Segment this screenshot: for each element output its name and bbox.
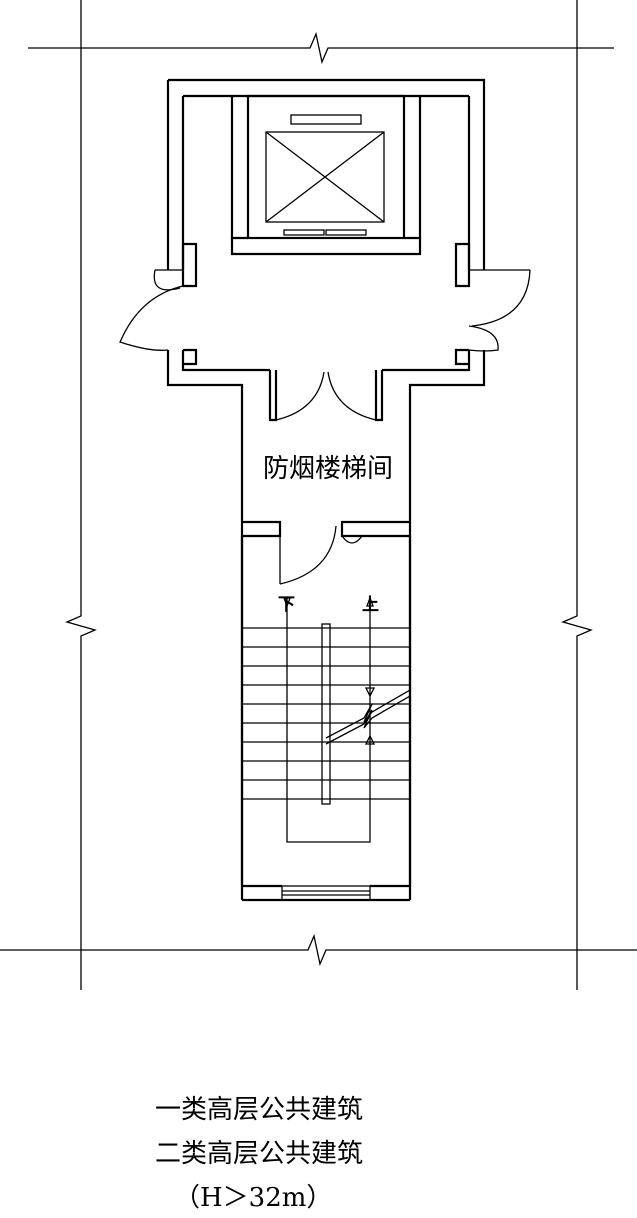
stair-down-mark: 下 bbox=[278, 595, 295, 615]
left-door-jamb bbox=[181, 242, 198, 288]
arrow-down bbox=[283, 597, 291, 608]
vestibule-partition-left bbox=[242, 520, 282, 538]
lobby-lower-wall-left-inner bbox=[181, 350, 270, 372]
stair-up-mark: 上 bbox=[362, 595, 379, 615]
stair-handrail bbox=[321, 623, 331, 805]
lobby-lower-wall-right bbox=[408, 350, 486, 900]
stair-door bbox=[279, 525, 363, 585]
bottom-break-line bbox=[0, 933, 637, 967]
vestibule-partition-right bbox=[340, 520, 410, 538]
right-door-jamb bbox=[454, 242, 471, 288]
caption-line-2: 二类高层公共建筑 bbox=[155, 1139, 364, 1169]
caption-line-1: 一类高层公共建筑 bbox=[155, 1095, 364, 1125]
caption-line-3: （H＞32m） bbox=[174, 1183, 333, 1213]
building-boundary bbox=[0, 0, 637, 990]
lobby-lower-wall-left bbox=[166, 350, 244, 900]
elevator-shaft bbox=[183, 94, 469, 256]
left-break-line bbox=[65, 0, 97, 990]
lobby-outer-wall bbox=[168, 78, 486, 270]
lobby-jamb-right-lower bbox=[454, 348, 469, 366]
right-break-line bbox=[561, 0, 593, 990]
top-break-line bbox=[28, 31, 614, 65]
stair-treads bbox=[242, 627, 410, 800]
lobby-lower-wall-right-inner bbox=[382, 350, 471, 372]
left-side-door bbox=[119, 269, 184, 351]
room-label-smoke-proof-stair: 防烟楼梯间 bbox=[262, 454, 393, 484]
stair-plan-drawing bbox=[0, 0, 637, 990]
vestibule-double-door bbox=[268, 370, 384, 422]
stair-break-line bbox=[325, 687, 411, 745]
right-side-door bbox=[468, 269, 531, 352]
arrow-up bbox=[366, 596, 374, 607]
walk-line-down bbox=[286, 598, 371, 843]
stair-window bbox=[281, 885, 371, 901]
lobby-jamb-left-lower bbox=[183, 348, 198, 366]
